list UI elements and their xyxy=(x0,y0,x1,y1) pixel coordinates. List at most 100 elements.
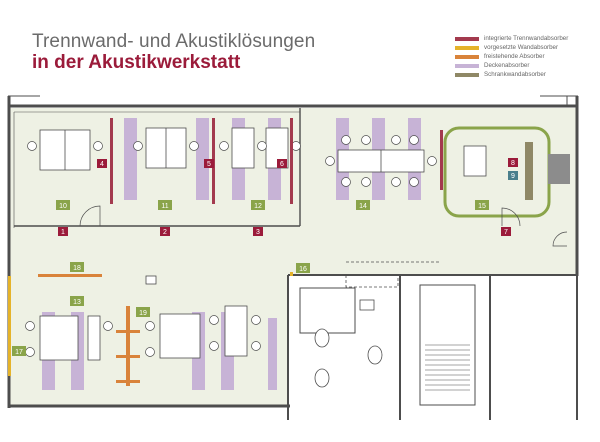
chair xyxy=(209,341,219,351)
marker-label: 15 xyxy=(478,203,486,210)
chair xyxy=(325,156,335,166)
toilet xyxy=(314,328,330,348)
partition-absorber xyxy=(290,118,293,204)
marker-label: 19 xyxy=(139,310,147,317)
legend-item-cabinet-absorber: Schrankwandabsorber xyxy=(455,70,568,79)
marker-label: 7 xyxy=(504,229,508,236)
chairs xyxy=(25,135,489,357)
sink xyxy=(359,299,375,311)
freestanding-absorbers xyxy=(38,274,140,386)
desk xyxy=(231,127,255,169)
chair xyxy=(219,141,229,151)
chair xyxy=(25,321,35,331)
marker-18: 18 xyxy=(70,262,84,272)
chair xyxy=(409,135,419,145)
chair xyxy=(209,315,219,325)
marker-box xyxy=(56,200,70,210)
marker-label: 12 xyxy=(254,203,262,210)
chair xyxy=(251,341,261,351)
marker-9: 9 xyxy=(508,171,518,180)
floor-corridor xyxy=(288,233,578,275)
toilet-fixtures xyxy=(314,299,383,388)
marker-1: 1 xyxy=(58,227,68,236)
marker-label: 3 xyxy=(256,229,260,236)
marker-label: 14 xyxy=(359,203,367,210)
marker-label: 11 xyxy=(161,203,168,210)
legend-item-wall-absorber: vorgesetzte Wandabsorber xyxy=(455,43,568,52)
marker-box xyxy=(356,200,370,210)
chair xyxy=(189,141,199,151)
freestanding-absorber xyxy=(38,274,102,277)
small-box xyxy=(145,275,157,285)
lounge-round-wall xyxy=(443,126,551,218)
ceiling-absorber xyxy=(268,318,277,390)
freestanding-absorber xyxy=(116,380,140,383)
marker-label: 9 xyxy=(511,173,515,180)
chair xyxy=(409,177,419,187)
marker-label: 2 xyxy=(163,229,167,236)
chair xyxy=(391,177,401,187)
marker-label: 16 xyxy=(299,266,307,273)
chair xyxy=(251,315,261,325)
desk xyxy=(87,315,101,361)
marker-box xyxy=(251,200,265,210)
desk xyxy=(224,305,248,357)
marker-label: 17 xyxy=(15,349,23,356)
marker-3: 3 xyxy=(253,227,263,236)
chair xyxy=(341,177,351,187)
marker-box xyxy=(158,200,172,210)
legend-item-freestanding-absorber: freistehende Absorber xyxy=(455,52,568,61)
cabinet-absorber xyxy=(525,142,533,200)
marker-box xyxy=(97,159,107,168)
ceiling-absorber xyxy=(196,118,209,200)
marker-label: 4 xyxy=(100,161,104,168)
marker-label: 1 xyxy=(61,229,65,236)
marker-box xyxy=(70,296,84,306)
legend-label: Schrankwandabsorber xyxy=(484,71,546,78)
partition-absorber xyxy=(110,118,113,204)
marker-box xyxy=(475,200,489,210)
legend-label: integrierte Trennwandabsorber xyxy=(484,35,569,42)
marker-box xyxy=(58,227,68,236)
marker-4: 4 xyxy=(97,159,107,168)
chair xyxy=(27,141,37,151)
marker-19: 19 xyxy=(136,307,150,317)
legend-swatch xyxy=(455,36,479,41)
chair xyxy=(361,135,371,145)
desk xyxy=(39,315,79,361)
partition-absorber xyxy=(440,130,443,190)
marker-label: 5 xyxy=(207,161,211,168)
marker-14: 14 xyxy=(356,200,370,210)
legend-item-ceiling-absorber: Deckenabsorber xyxy=(455,61,568,70)
legend-label: Deckenabsorber xyxy=(484,62,530,69)
door-swing xyxy=(501,207,521,227)
marker-label: 10 xyxy=(59,203,67,210)
wall-absorbers xyxy=(8,272,293,376)
marker-box xyxy=(501,227,511,236)
legend: integrierte Trennwandabsorber vorgesetzt… xyxy=(455,34,568,79)
chair xyxy=(25,347,35,357)
marker-15: 15 xyxy=(475,200,489,210)
legend-swatch xyxy=(455,54,479,59)
marker-2: 2 xyxy=(160,227,170,236)
marker-label: 13 xyxy=(73,299,81,306)
chair xyxy=(341,135,351,145)
marker-box xyxy=(253,227,263,236)
ceiling-absorber xyxy=(124,118,137,200)
lounge-area xyxy=(443,126,570,218)
marker-6: 6 xyxy=(277,159,287,168)
desks xyxy=(39,127,425,361)
red-markers: 1 2 3 4 5 6 7 8 xyxy=(58,158,518,236)
marker-7: 7 xyxy=(501,227,511,236)
desk xyxy=(159,313,201,359)
staircase xyxy=(425,344,470,391)
door-swing xyxy=(552,231,568,247)
marker-8: 8 xyxy=(508,158,518,167)
shaft-2 xyxy=(345,274,399,288)
legend-label: freistehende Absorber xyxy=(484,53,545,60)
chair xyxy=(133,141,143,151)
marker-12: 12 xyxy=(251,200,265,210)
marker-label: 8 xyxy=(511,160,515,167)
legend-label: vorgesetzte Wandabsorber xyxy=(484,44,559,51)
